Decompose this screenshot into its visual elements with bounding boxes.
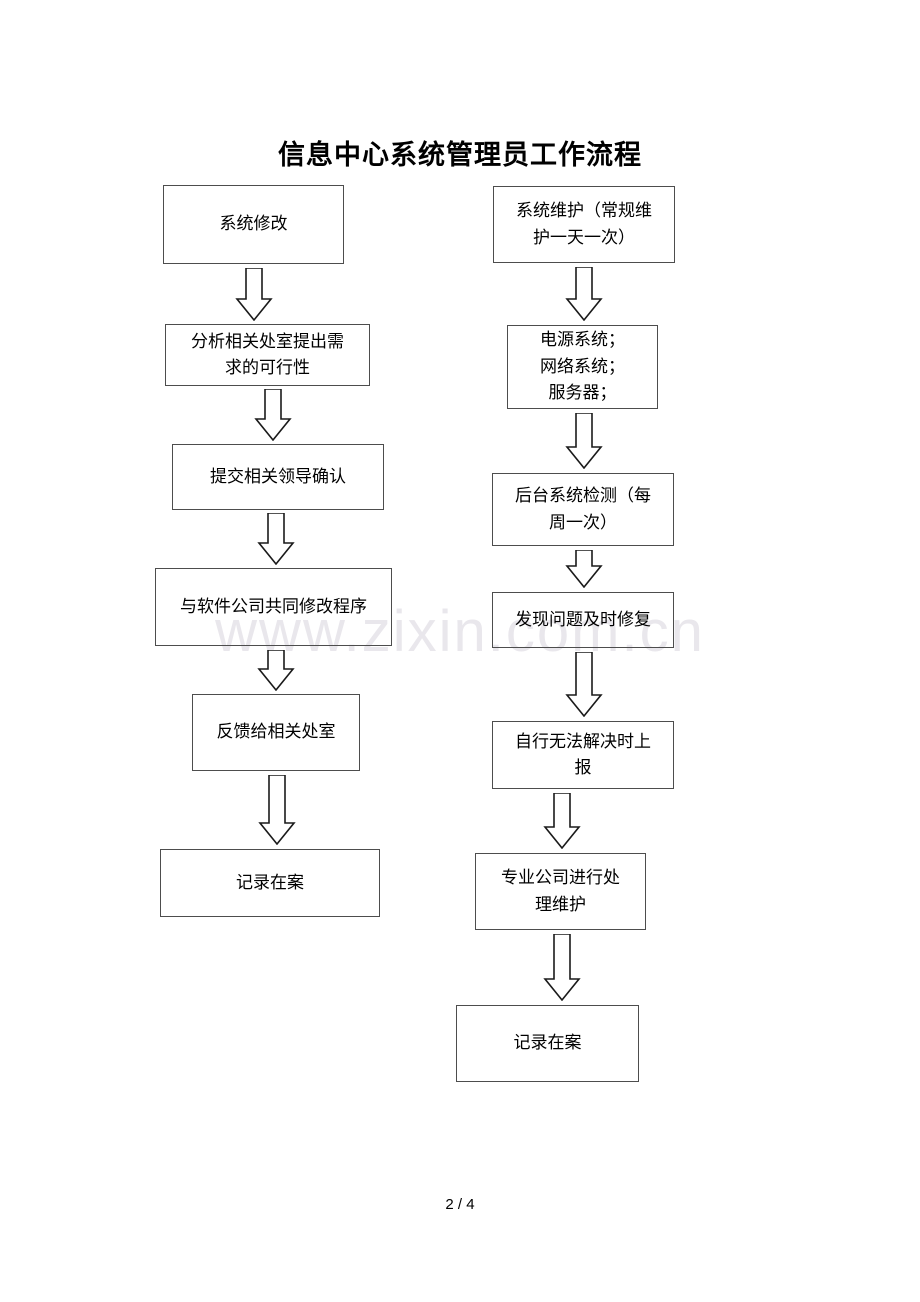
- flow-node-left-2: 分析相关处室提出需 求的可行性: [165, 324, 370, 386]
- flow-node-label: 提交相关领导确认: [210, 466, 346, 486]
- flow-node-label: 分析相关处室提出需 求的可行性: [191, 331, 344, 377]
- flow-node-label: 自行无法解决时上 报: [515, 731, 651, 777]
- flow-arrow-right-1: [565, 267, 603, 321]
- flow-node-right-7: 记录在案: [456, 1005, 639, 1082]
- flow-node-right-1: 系统维护（常规维 护一天一次）: [493, 186, 675, 263]
- flow-node-label: 反馈给相关处室: [216, 722, 336, 742]
- flow-node-right-4: 发现问题及时修复: [492, 592, 674, 648]
- flow-arrow-left-4: [257, 650, 295, 691]
- flow-node-right-2: 电源系统； 网络系统； 服务器；: [507, 325, 658, 409]
- flow-node-label: 记录在案: [513, 1033, 582, 1053]
- flow-arrow-right-3: [565, 550, 603, 588]
- flow-arrow-left-3: [257, 513, 295, 565]
- flow-node-left-6: 记录在案: [160, 849, 380, 917]
- flow-arrow-right-4: [565, 652, 603, 717]
- flow-node-label: 电源系统； 网络系统； 服务器；: [540, 330, 625, 403]
- flow-node-left-4: 与软件公司共同修改程序: [155, 568, 392, 646]
- flow-node-left-5: 反馈给相关处室: [192, 694, 360, 771]
- flow-node-label: 发现问题及时修复: [515, 609, 651, 629]
- flow-node-right-6: 专业公司进行处 理维护: [475, 853, 646, 930]
- flow-node-label: 记录在案: [236, 872, 304, 892]
- flow-node-label: 后台系统检测（每 周一次）: [515, 486, 651, 532]
- flow-arrow-right-2: [565, 413, 603, 469]
- flow-node-left-1: 系统修改: [163, 185, 344, 264]
- flow-arrow-right-6: [543, 934, 581, 1001]
- flow-node-label: 系统修改: [219, 214, 288, 234]
- flow-arrow-left-2: [254, 389, 292, 441]
- flow-node-right-3: 后台系统检测（每 周一次）: [492, 473, 674, 546]
- flow-arrow-left-1: [235, 268, 273, 321]
- flow-arrow-right-5: [543, 793, 581, 849]
- flow-node-label: 系统维护（常规维 护一天一次）: [516, 201, 652, 247]
- flow-node-label: 专业公司进行处 理维护: [501, 868, 620, 914]
- flow-node-label: 与软件公司共同修改程序: [180, 596, 367, 616]
- flow-node-left-3: 提交相关领导确认: [172, 444, 384, 510]
- page-title: 信息中心系统管理员工作流程: [278, 140, 642, 171]
- watermark-text: www.zixin.com.cn: [215, 599, 705, 664]
- flow-arrow-left-5: [258, 775, 296, 845]
- page-number-footer: 2 / 4: [445, 1196, 475, 1213]
- flow-node-right-5: 自行无法解决时上 报: [492, 721, 674, 789]
